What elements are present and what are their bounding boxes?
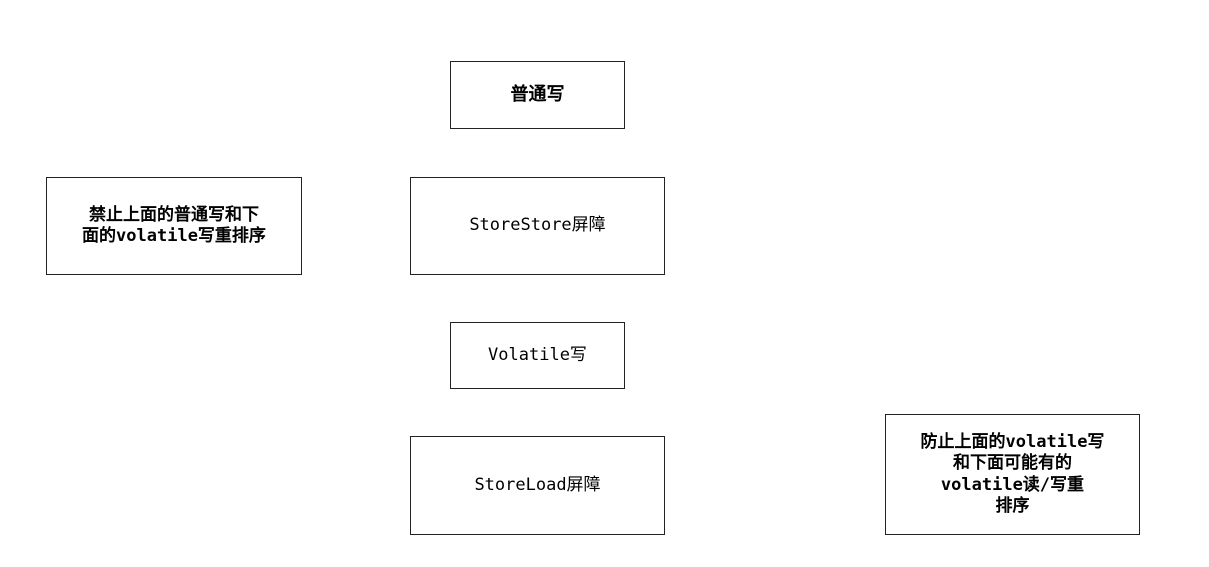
storestore-note: 禁止上面的普通写和下 面的volatile写重排序 bbox=[46, 177, 302, 275]
storestore-barrier-node: StoreStore屏障 bbox=[410, 177, 665, 275]
storeload-barrier-node: StoreLoad屏障 bbox=[410, 436, 665, 535]
normal-write-node: 普通写 bbox=[450, 61, 625, 129]
storestore-note-text: 禁止上面的普通写和下 面的volatile写重排序 bbox=[82, 204, 266, 246]
volatile-write-node: Volatile写 bbox=[450, 322, 625, 389]
volatile-write-label: Volatile写 bbox=[488, 344, 587, 365]
storeload-note-text: 防止上面的volatile写 和下面可能有的 volatile读/写重 排序 bbox=[920, 432, 1105, 516]
normal-write-label: 普通写 bbox=[510, 83, 565, 105]
storeload-note: 防止上面的volatile写 和下面可能有的 volatile读/写重 排序 bbox=[885, 414, 1140, 535]
storeload-barrier-label: StoreLoad屏障 bbox=[474, 474, 601, 495]
storestore-barrier-label: StoreStore屏障 bbox=[469, 215, 606, 236]
